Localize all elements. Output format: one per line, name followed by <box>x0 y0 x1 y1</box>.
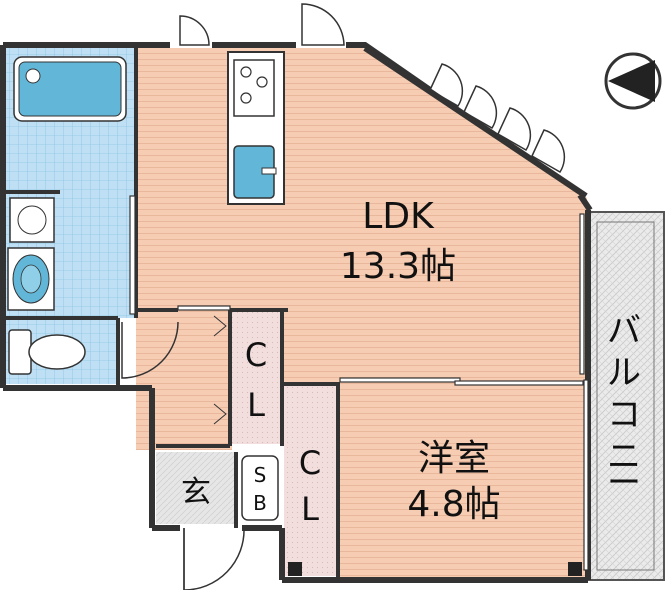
entrance <box>156 452 236 524</box>
closet-2-label: C <box>299 444 321 482</box>
balcony-label-char: ー <box>607 463 641 503</box>
shoebox-label: S <box>254 463 267 487</box>
entrance-label: 玄 <box>181 475 211 510</box>
closet-1-label: L <box>247 386 265 424</box>
kitchen-sink-icon <box>233 145 277 199</box>
column <box>568 562 582 576</box>
western-room-size-label: 4.8帖 <box>407 484 500 525</box>
toilet-icon <box>8 329 86 375</box>
column <box>288 562 302 576</box>
balcony-label-char: コ <box>607 395 641 435</box>
stove-icon <box>233 59 275 117</box>
toilet-room <box>6 320 116 384</box>
balcony-label-char: ル <box>607 353 641 393</box>
ldk-size-label: 13.3帖 <box>340 246 456 287</box>
balcony <box>586 211 665 581</box>
western-room-floor <box>338 382 587 578</box>
ldk-name-label: LDK <box>362 196 435 237</box>
washbasin-icon <box>7 247 55 311</box>
north-arrow-icon <box>604 52 662 110</box>
bathroom <box>6 48 134 192</box>
sliding-doors <box>129 195 589 571</box>
closet-1-label: C <box>245 336 267 374</box>
balcony-label-char: バ <box>607 311 641 351</box>
kitchen <box>227 51 285 205</box>
window-swings <box>429 63 566 174</box>
interior-walls <box>3 45 340 578</box>
closet-2 <box>284 386 336 576</box>
closet-1 <box>232 312 280 444</box>
shoebox-label: B <box>253 491 267 515</box>
washing-machine-icon <box>9 197 55 243</box>
diagonal-wall <box>363 45 588 199</box>
balcony-label-char: ニ <box>607 437 641 477</box>
washroom <box>6 192 134 318</box>
door-swings <box>121 3 345 590</box>
western-room-name-label: 洋室 <box>418 438 490 479</box>
shoebox <box>241 455 279 521</box>
closet-2-label: L <box>301 490 319 528</box>
